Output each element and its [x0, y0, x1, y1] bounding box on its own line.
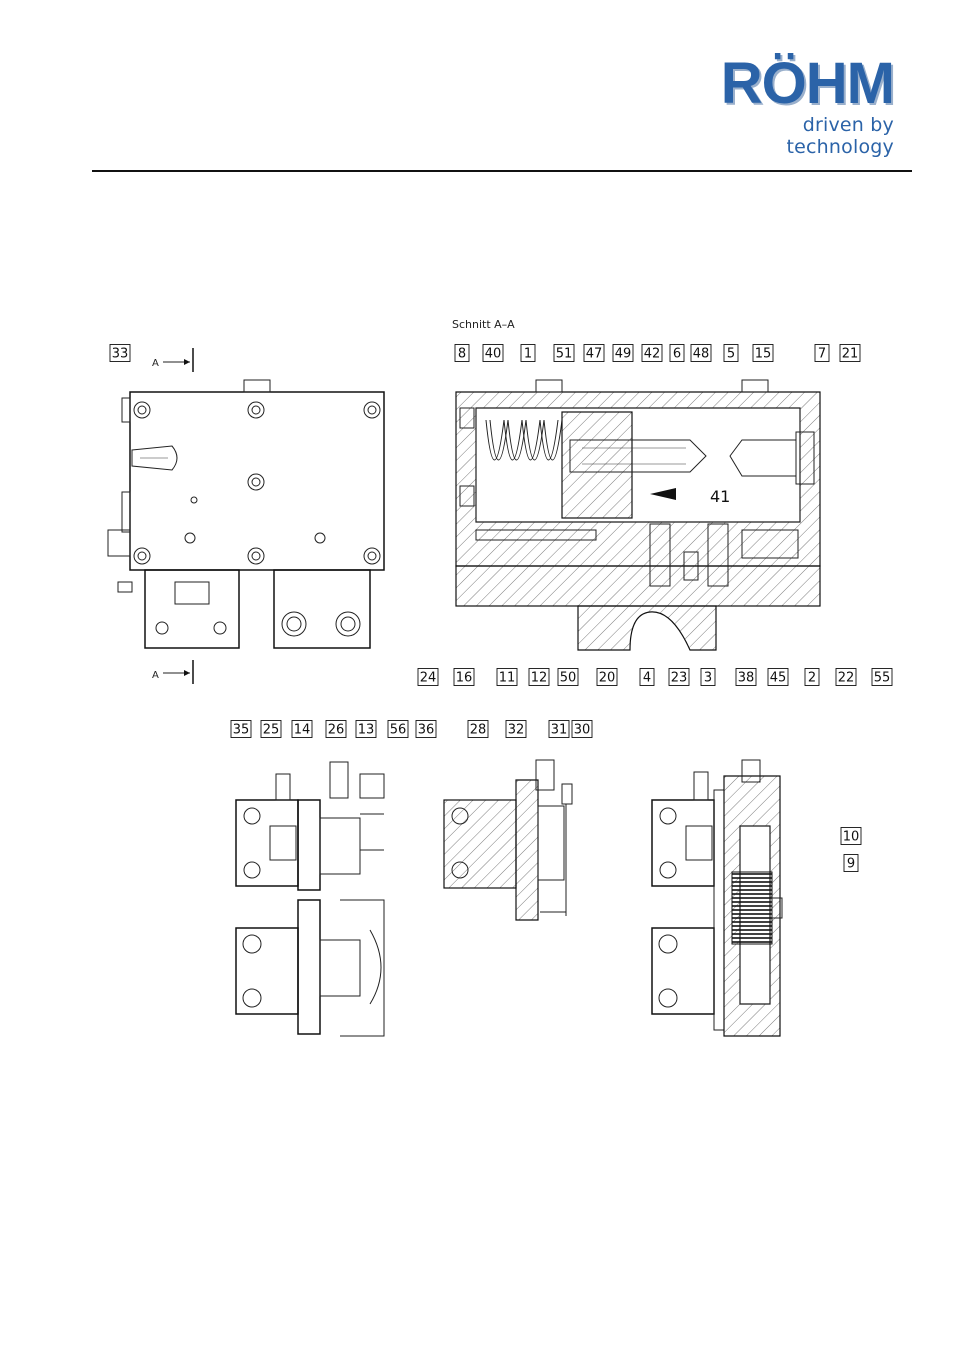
part-label-text: 40: [485, 347, 502, 362]
part-label-text: 56: [390, 723, 407, 738]
part-label-47: 47: [584, 345, 604, 362]
part-label-12: 12: [529, 669, 549, 686]
part-label-5: 5: [724, 345, 738, 362]
part-label-text: 50: [560, 671, 577, 686]
part-label-42: 42: [642, 345, 662, 362]
part-label-text: 16: [456, 671, 473, 686]
part-label-15: 15: [753, 345, 773, 362]
part-label-13: 13: [356, 721, 376, 738]
part-label-text: 55: [874, 671, 891, 686]
part-label-38: 38: [736, 669, 756, 686]
part-label-48: 48: [691, 345, 711, 362]
part-label-text: 28: [470, 723, 487, 738]
part-label-9: 9: [844, 855, 858, 872]
part-label-35: 35: [231, 721, 251, 738]
part-label-21: 21: [840, 345, 860, 362]
part-label-text: 6: [673, 347, 681, 362]
part-label-text: 4: [643, 671, 651, 686]
part-label-text: 23: [671, 671, 688, 686]
part-label-text: 12: [531, 671, 548, 686]
part-label-text: 20: [599, 671, 616, 686]
part-label-text: 21: [842, 347, 859, 362]
part-label-text: 13: [358, 723, 375, 738]
part-label-14: 14: [292, 721, 312, 738]
part-label-text: 51: [556, 347, 573, 362]
part-label-20: 20: [597, 669, 617, 686]
detail-view-right: [652, 760, 782, 1036]
part-label-text: 2: [808, 671, 816, 686]
part-label-55: 55: [872, 669, 892, 686]
part-label-text: 26: [328, 723, 345, 738]
part-label-text: 36: [418, 723, 435, 738]
part-label-text: 3: [704, 671, 712, 686]
part-label-31: 31: [549, 721, 569, 738]
part-label-text: 24: [420, 671, 437, 686]
part-label-50: 50: [558, 669, 578, 686]
section-a-a-view: 41: [456, 380, 820, 650]
part-label-40: 40: [483, 345, 503, 362]
part-label-26: 26: [326, 721, 346, 738]
detail-view-left: [236, 762, 384, 1036]
part-label-22: 22: [836, 669, 856, 686]
part-label-text: 35: [233, 723, 250, 738]
part-label-text: 48: [693, 347, 710, 362]
part-label-text: 9: [847, 857, 855, 872]
part-label-text: 10: [843, 830, 860, 845]
part-label-7: 7: [815, 345, 829, 362]
part-label-text: 1: [524, 347, 532, 362]
part-label-6: 6: [670, 345, 684, 362]
part-label-24: 24: [418, 669, 438, 686]
part-label-text: 11: [499, 671, 516, 686]
section-mark-a-bottom: A: [152, 670, 159, 681]
detail-view-middle: [444, 760, 572, 920]
part-label-text: 22: [838, 671, 855, 686]
part-label-36: 36: [416, 721, 436, 738]
part-label-text: 33: [112, 347, 129, 362]
part-label-11: 11: [497, 669, 517, 686]
part-label-10: 10: [841, 828, 861, 845]
part-label-23: 23: [669, 669, 689, 686]
part-label-text: 25: [263, 723, 280, 738]
part-label-8: 8: [455, 345, 469, 362]
part-label-text: 31: [551, 723, 568, 738]
part-label-text: 49: [615, 347, 632, 362]
part-label-text: 45: [770, 671, 787, 686]
part-label-text: 38: [738, 671, 755, 686]
part-label-32: 32: [506, 721, 526, 738]
part-label-2: 2: [805, 669, 819, 686]
part-label-1: 1: [521, 345, 535, 362]
part-label-16: 16: [454, 669, 474, 686]
part-label-text: 47: [586, 347, 603, 362]
part-label-text: 5: [727, 347, 735, 362]
part-label-49: 49: [613, 345, 633, 362]
part-label-text: 32: [508, 723, 525, 738]
part-label-51: 51: [554, 345, 574, 362]
top-view: A A: [108, 348, 384, 684]
part-label-33: 33: [110, 345, 130, 362]
part-label-3: 3: [701, 669, 715, 686]
part-label-text: 30: [574, 723, 591, 738]
inline-part-41: 41: [710, 487, 730, 506]
part-label-text: 14: [294, 723, 311, 738]
part-label-text: 42: [644, 347, 661, 362]
part-label-text: 7: [818, 347, 826, 362]
part-label-25: 25: [261, 721, 281, 738]
part-label-45: 45: [768, 669, 788, 686]
part-label-text: 8: [458, 347, 466, 362]
part-label-28: 28: [468, 721, 488, 738]
part-label-text: 15: [755, 347, 772, 362]
part-label-30: 30: [572, 721, 592, 738]
section-mark-a-top: A: [152, 358, 159, 369]
part-label-56: 56: [388, 721, 408, 738]
part-label-4: 4: [640, 669, 654, 686]
